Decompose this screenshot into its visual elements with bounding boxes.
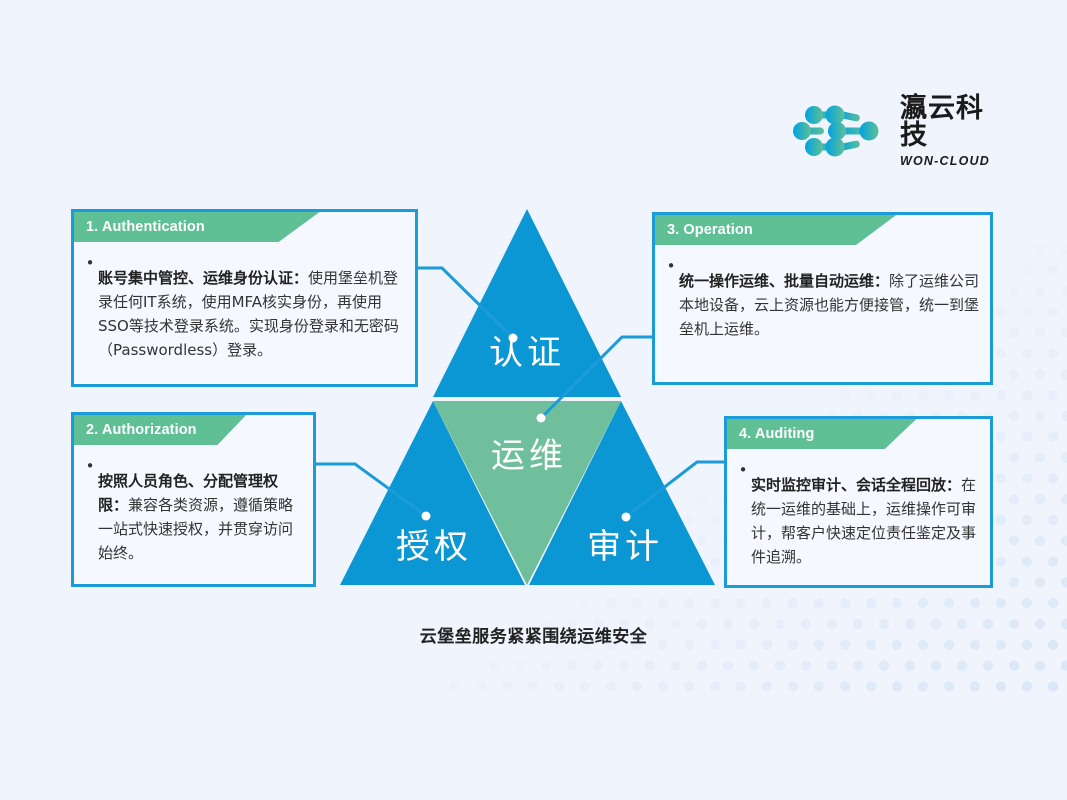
info-card-auditing[interactable]: 4. Auditing • 实时监控审计、会话全程回放：在统一运维的基础上，运维… <box>724 416 993 588</box>
triangle-segment-operation <box>433 401 621 585</box>
info-card-body: • 账号集中管控、运维身份认证：使用堡垒机登录任何IT系统，使用MFA核实身份，… <box>74 242 415 385</box>
header-banner-shape <box>74 212 320 242</box>
info-card-title: 4. Auditing <box>739 426 815 442</box>
info-card-text: 按照人员角色、分配管理权限：兼容各类资源，遵循策略一站式快速授权，并贯穿访问始终… <box>98 469 303 565</box>
connector-auditing <box>621 460 724 522</box>
brand-logo-text: 瀛云科技 WON-CLOUD <box>900 95 1000 168</box>
info-card-title: 3. Operation <box>667 222 753 238</box>
bullet-marker: • <box>738 461 748 479</box>
info-card-header: 4. Auditing <box>727 419 990 449</box>
info-card-lead: 统一操作运维、批量自动运维： <box>679 272 890 290</box>
triangle-segment-authentication <box>433 209 621 397</box>
connector-authorization <box>316 462 431 521</box>
bullet-marker: • <box>85 254 95 272</box>
info-card-body: • 实时监控审计、会话全程回放：在统一运维的基础上，运维操作可审计，帮客户快速定… <box>727 449 990 592</box>
triangle-label-operation: 运维 <box>491 436 567 476</box>
bullet-marker: • <box>85 457 95 475</box>
info-card-body: • 统一操作运维、批量自动运维：除了运维公司本地设备，云上资源也能方便接管，统一… <box>655 245 990 364</box>
info-card-text: 账号集中管控、运维身份认证：使用堡垒机登录任何IT系统，使用MFA核实身份，再使… <box>98 266 405 362</box>
brand-logo: 瀛云科技 WON-CLOUD <box>790 95 1000 167</box>
info-card-header: 1. Authentication <box>74 212 415 242</box>
info-card-authorization[interactable]: 2. Authorization • 按照人员角色、分配管理权限：兼容各类资源，… <box>71 412 316 587</box>
info-card-description: 使用堡垒机登录任何IT系统，使用MFA核实身份，再使用SSO等技术登录系统。实现… <box>98 269 399 359</box>
info-card-lead: 账号集中管控、运维身份认证： <box>98 269 309 287</box>
info-card-title: 2. Authorization <box>86 422 197 438</box>
connector-authentication <box>418 266 518 343</box>
info-card-description: 兼容各类资源，遵循策略一站式快速授权，并贯穿访问始终。 <box>98 496 294 562</box>
info-card-text: 实时监控审计、会话全程回放：在统一运维的基础上，运维操作可审计，帮客户快速定位责… <box>751 473 980 569</box>
header-banner-shape <box>727 419 917 449</box>
header-banner-shape <box>655 215 897 245</box>
bullet-marker: • <box>666 257 676 275</box>
info-card-body: • 按照人员角色、分配管理权限：兼容各类资源，遵循策略一站式快速授权，并贯穿访问… <box>74 445 313 588</box>
triangle-label-authorization: 授权 <box>396 527 472 567</box>
triangle-label-authentication: 认证 <box>489 333 565 373</box>
info-card-header: 2. Authorization <box>74 415 313 445</box>
triangle-segment-authorization <box>340 401 525 585</box>
info-card-lead: 按照人员角色、分配管理权限： <box>98 472 279 514</box>
info-card-authentication[interactable]: 1. Authentication • 账号集中管控、运维身份认证：使用堡垒机登… <box>71 209 418 387</box>
triangle-segment-auditing <box>529 401 715 585</box>
info-card-operation[interactable]: 3. Operation • 统一操作运维、批量自动运维：除了运维公司本地设备，… <box>652 212 993 385</box>
brand-name-cn: 瀛云科技 <box>900 92 984 151</box>
diagram-caption: 云堡垒服务紧紧围绕运维安全 <box>419 627 648 647</box>
info-card-lead: 实时监控审计、会话全程回放： <box>751 476 962 494</box>
info-card-header: 3. Operation <box>655 215 990 245</box>
info-card-description: 在统一运维的基础上，运维操作可审计，帮客户快速定位责任鉴定及事件追溯。 <box>751 476 977 566</box>
info-card-title: 1. Authentication <box>86 219 205 235</box>
won-cloud-network-logo-icon <box>793 105 879 157</box>
connector-operation <box>536 335 652 423</box>
triangle-label-auditing: 审计 <box>587 527 663 567</box>
info-card-text: 统一操作运维、批量自动运维：除了运维公司本地设备，云上资源也能方便接管，统一到堡… <box>679 269 980 341</box>
brand-name-en: WON-CLOUD <box>900 153 990 168</box>
header-banner-shape <box>74 415 247 445</box>
info-card-description: 除了运维公司本地设备，云上资源也能方便接管，统一到堡垒机上运维。 <box>679 272 980 338</box>
